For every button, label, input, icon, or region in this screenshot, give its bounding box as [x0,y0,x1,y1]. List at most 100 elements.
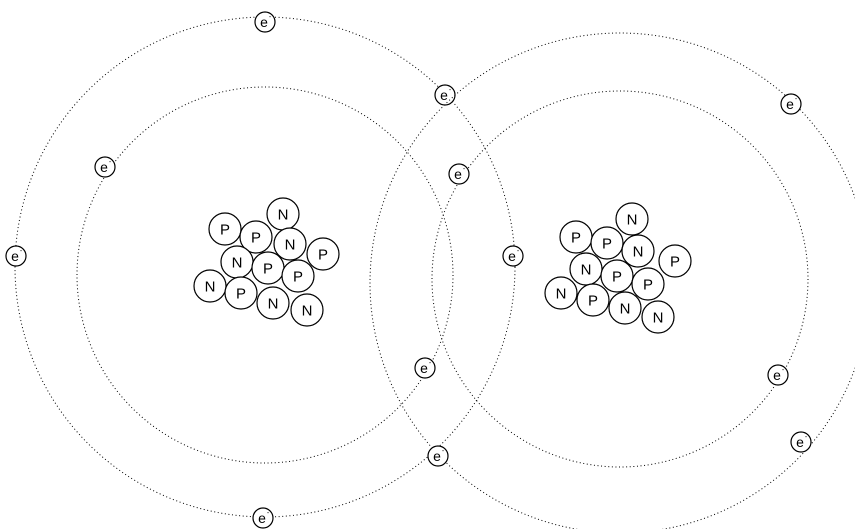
proton: P [576,283,610,317]
neutron-circle [615,202,649,236]
neutron: N [266,197,300,231]
proton-circle [208,212,242,246]
electron-circle [5,245,27,267]
proton: P [281,259,315,293]
neutron-label: N [556,286,567,303]
electron-charge: - [442,448,445,455]
inner-orbit [76,86,454,464]
neutron: N [273,227,307,261]
proton: P [658,244,692,278]
electron: e- [414,357,436,379]
neutron: N [608,291,642,325]
electron-circle [254,11,276,33]
electron: e- [254,11,276,33]
neutron: N [544,276,578,310]
proton: P [239,220,273,254]
proton-circle [658,244,692,278]
electron-charge: - [429,360,432,367]
electron-charge: - [782,367,785,374]
proton-label: P [612,269,622,286]
proton-label: P [588,293,598,310]
electron-charge: - [267,510,270,517]
neutron-circle [621,234,655,268]
neutron-circle [256,286,290,320]
neutron-label: N [627,212,638,229]
neutron: N [621,234,655,268]
neutron-circle [544,276,578,310]
proton-circle [576,283,610,317]
electron-circle [448,163,470,185]
neutron-label: N [302,303,313,320]
electron: e- [94,156,116,178]
electron: e- [448,163,470,185]
proton-label: P [220,222,230,239]
neutron-label: N [205,279,216,296]
electron-circle [502,245,524,267]
neutron-label: N [581,262,592,279]
proton: P [224,276,258,310]
electron-circle [427,445,449,467]
electron-circle [94,156,116,178]
electron-circle [414,357,436,379]
electron-charge: - [269,14,272,21]
electron-label: e [773,367,781,383]
neutron: N [641,300,675,334]
neutron: N [220,245,254,279]
neutron: N [615,202,649,236]
electron: e- [5,245,27,267]
proton-label: P [602,236,612,253]
inner-orbit [431,90,809,468]
proton: P [251,251,285,285]
proton-label: P [263,261,273,278]
neutron: N [569,252,603,286]
proton-label: P [318,247,328,264]
neutron-label: N [620,301,631,318]
neutron-circle [641,300,675,334]
neutron: N [256,286,290,320]
electron: e- [780,93,802,115]
electron-label: e [260,14,268,30]
electron-label: e [258,510,266,526]
electron-charge: - [449,87,452,94]
proton-label: P [670,254,680,271]
electron-label: e [440,87,448,103]
proton: P [631,267,665,301]
neutron-label: N [268,296,279,313]
proton: P [306,237,340,271]
electron: e- [252,507,274,529]
electron-circle [767,364,789,386]
electron-charge: - [795,96,798,103]
proton: P [559,220,593,254]
neutron: N [290,293,324,327]
electron-circle [790,431,812,453]
electron: e- [767,364,789,386]
electron-label: e [11,248,19,264]
electron-charge: - [805,434,808,441]
electron-label: e [786,96,794,112]
electron: e- [790,431,812,453]
proton: P [600,259,634,293]
neutron-label: N [278,207,289,224]
electron-charge: - [463,166,466,173]
electron-charge: - [517,248,520,255]
neutron-circle [290,293,324,327]
electron-label: e [420,360,428,376]
proton-label: P [236,286,246,303]
outer-orbit [369,32,855,529]
electron: e- [434,84,456,106]
proton-circle [600,259,634,293]
proton-circle [281,259,315,293]
electron-charge: - [109,159,112,166]
electron-circle [252,507,274,529]
proton-label: P [293,269,303,286]
electron-charge: - [20,248,23,255]
electron-circle [780,93,802,115]
electron-label: e [454,166,462,182]
proton-label: P [251,230,261,247]
neutron-circle [273,227,307,261]
electron: e- [502,245,524,267]
